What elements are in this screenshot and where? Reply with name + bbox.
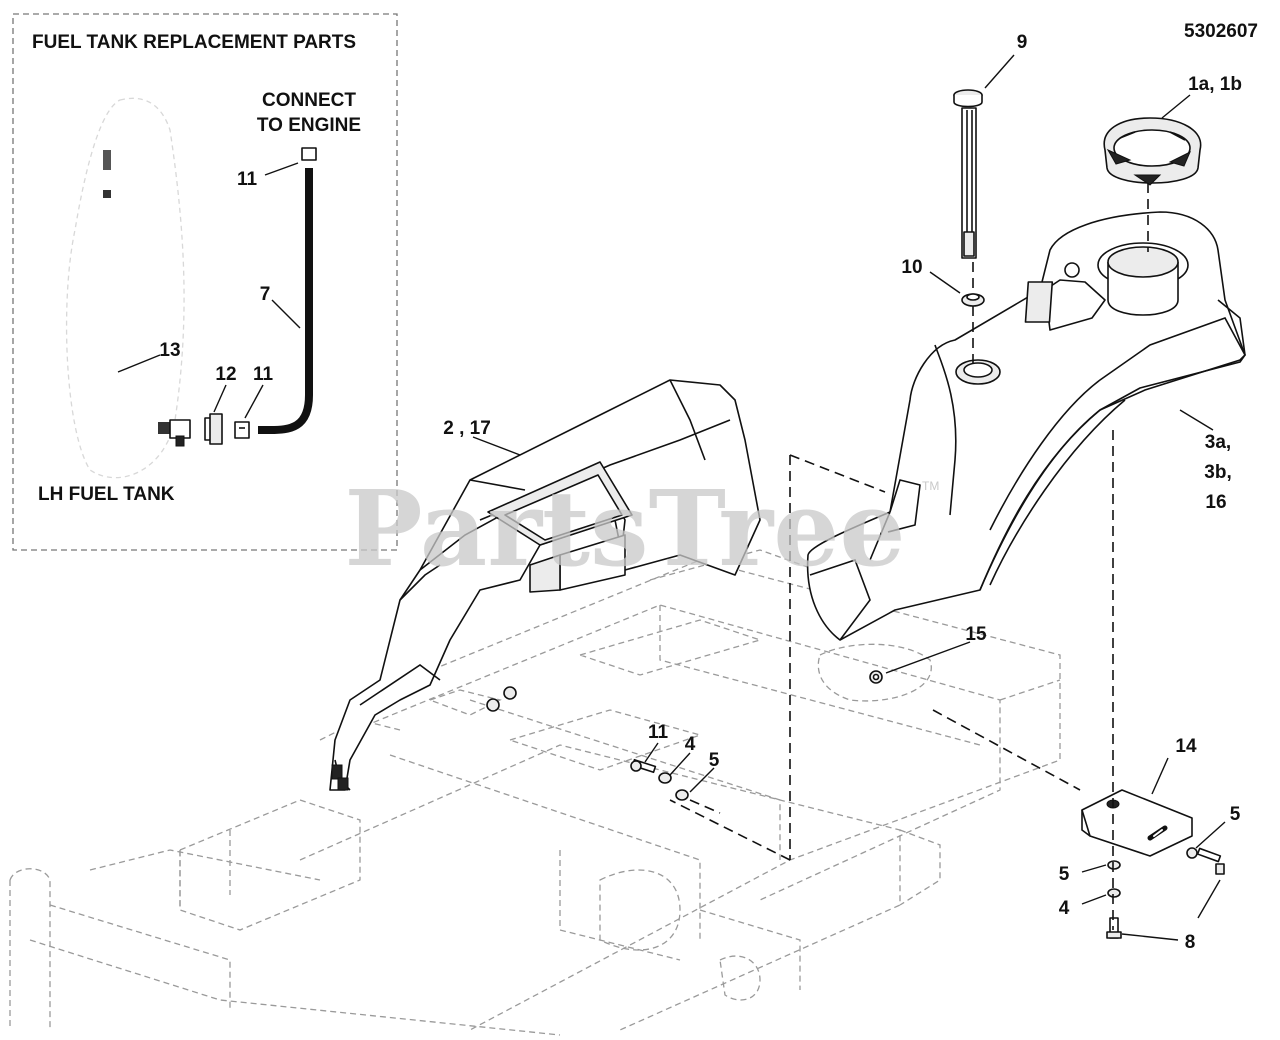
callout-9: 9 [1017,32,1028,53]
callout-15: 15 [965,624,987,645]
callout-3b: 3b, [1204,462,1231,483]
inset-connect-label-line1: CONNECT [262,90,356,111]
callout-16: 16 [1205,492,1226,513]
callout-4a: 4 [685,734,696,755]
bracket-part-14 [1081,789,1193,857]
diagram-id: 5302607 [1184,21,1258,42]
fender-part-2-17 [329,379,761,791]
callout-4b: 4 [1059,898,1070,919]
inset-tank-ghost [65,97,185,479]
bolt-assembly-right [1106,847,1225,939]
callout-5b: 5 [1230,804,1241,825]
callout-5a: 5 [709,750,720,771]
fuel-line-fitting-part-13 [103,150,191,447]
callout-5c: 5 [1059,864,1070,885]
callout-10: 10 [901,257,922,278]
fuel-filter-part-12 [204,413,223,445]
callout-8: 8 [1185,932,1196,953]
leader-lines [117,54,1226,941]
inset-callout-11a: 11 [237,169,258,190]
bolt-assembly-center [630,758,689,801]
nut-part-15 [869,670,883,684]
callout-3a: 3a, [1205,432,1231,453]
callout-1a-1b: 1a, 1b [1188,74,1242,95]
inset-callout-13: 13 [159,340,180,361]
callout-11: 11 [648,722,669,743]
inset-callout-7: 7 [260,284,271,305]
callout-2-17: 2 , 17 [443,418,491,439]
mower-frame-outline [9,549,1061,1036]
inset-tank-label: LH FUEL TANK [38,484,175,505]
callout-14: 14 [1175,736,1197,757]
inset-title: FUEL TANK REPLACEMENT PARTS [32,32,356,53]
inset-frame [12,13,398,551]
fuel-gauge-part-9 [953,89,983,259]
fuel-cap-part-1a-1b [1103,117,1202,186]
watermark-trademark: TM [922,479,939,493]
assembly-lines [669,183,1149,930]
grommet-part-10 [961,293,985,307]
inset-callout-11b: 11 [253,364,274,385]
watermark: PartsTree [344,467,905,590]
frame-hardware [486,686,517,712]
inset-connect-label-line2: TO ENGINE [257,115,361,136]
fuel-hose-part-7 [234,147,317,439]
inset-callout-12: 12 [215,364,236,385]
fuel-tank-part-3 [806,211,1246,641]
